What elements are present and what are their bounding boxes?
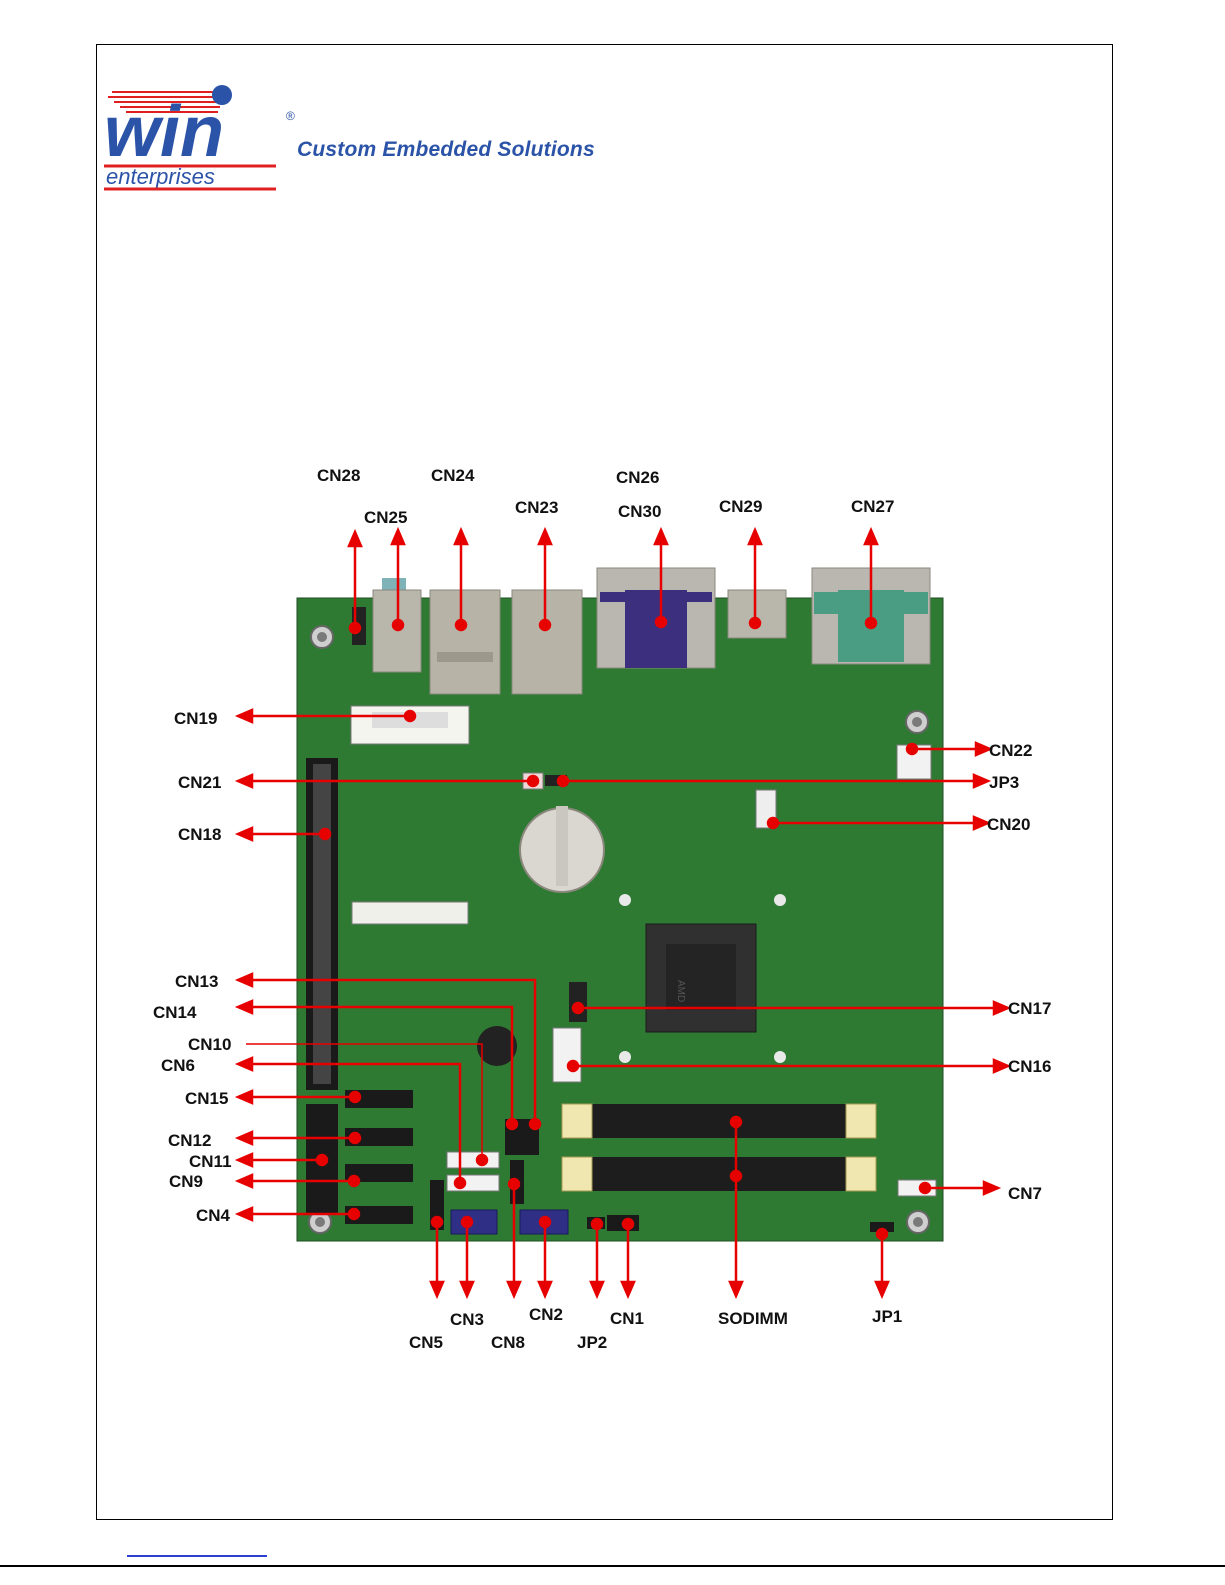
label-cn24: CN24 (431, 467, 474, 484)
label-cn5: CN5 (409, 1334, 443, 1351)
label-cn16: CN16 (1008, 1058, 1051, 1075)
label-cn15: CN15 (185, 1090, 228, 1107)
label-jp2: JP2 (577, 1334, 607, 1351)
label-cn28: CN28 (317, 467, 360, 484)
label-cn3: CN3 (450, 1311, 484, 1328)
label-jp1: JP1 (872, 1308, 902, 1325)
label-sodimm: SODIMM (718, 1310, 788, 1327)
label-cn30: CN30 (618, 503, 661, 520)
label-cn4: CN4 (196, 1207, 230, 1224)
label-cn27: CN27 (851, 498, 894, 515)
label-cn12: CN12 (168, 1132, 211, 1149)
label-cn14: CN14 (153, 1004, 196, 1021)
label-cn26: CN26 (616, 469, 659, 486)
label-cn7: CN7 (1008, 1185, 1042, 1202)
label-cn25: CN25 (364, 509, 407, 526)
label-cn21: CN21 (178, 774, 221, 791)
footer-link-underline (127, 1555, 267, 1557)
label-cn8: CN8 (491, 1334, 525, 1351)
label-cn17: CN17 (1008, 1000, 1051, 1017)
label-cn13: CN13 (175, 973, 218, 990)
label-cn6: CN6 (161, 1057, 195, 1074)
label-cn10: CN10 (188, 1036, 231, 1053)
chip-marking: AMD (675, 980, 686, 1002)
label-cn22: CN22 (989, 742, 1032, 759)
footer-rule (0, 1565, 1225, 1567)
label-cn20: CN20 (987, 816, 1030, 833)
label-cn29: CN29 (719, 498, 762, 515)
label-cn18: CN18 (178, 826, 221, 843)
label-jp3: JP3 (989, 774, 1019, 791)
label-cn2: CN2 (529, 1306, 563, 1323)
label-cn1: CN1 (610, 1310, 644, 1327)
label-cn19: CN19 (174, 710, 217, 727)
label-cn23: CN23 (515, 499, 558, 516)
label-cn11: CN11 (189, 1153, 232, 1170)
label-cn9: CN9 (169, 1173, 203, 1190)
